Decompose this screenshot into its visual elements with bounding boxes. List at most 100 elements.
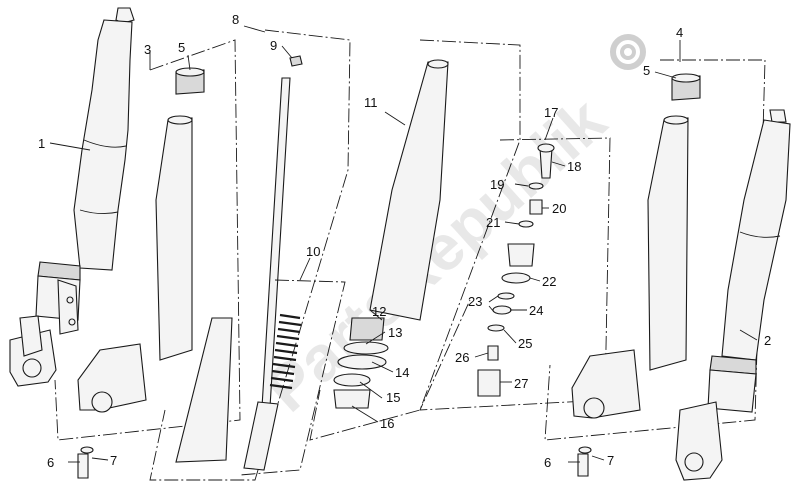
bolt-6 xyxy=(77,453,89,479)
callout-labels: 1 2 3 4 5 5 6 6 7 7 8 9 10 11 12 13 14 1… xyxy=(38,12,771,470)
bolt-set-left xyxy=(77,446,94,479)
oring-21 xyxy=(518,220,534,228)
leader-line xyxy=(529,277,541,282)
leader-line xyxy=(474,352,489,358)
leader-lines xyxy=(49,25,758,463)
leader-line xyxy=(281,45,293,59)
leader-line xyxy=(369,309,383,321)
leader-line xyxy=(544,117,554,141)
leader-line xyxy=(299,257,311,281)
callout-17: 17 xyxy=(544,105,558,120)
bushing-12 xyxy=(349,317,385,341)
callout-20: 20 xyxy=(552,201,566,216)
fork-slider-body xyxy=(155,117,193,361)
callout-21: 21 xyxy=(486,215,500,230)
fork-slider-body xyxy=(647,117,689,371)
callout-10: 10 xyxy=(306,244,320,259)
axle-hole xyxy=(22,358,42,378)
callout-7: 7 xyxy=(110,453,117,468)
leader-line xyxy=(503,329,517,344)
mount-hole xyxy=(68,318,76,326)
fork-slider-top xyxy=(663,115,689,125)
callout-15: 15 xyxy=(386,390,400,405)
callout-6: 6 xyxy=(47,455,54,470)
clip-15 xyxy=(333,373,371,387)
leader-line xyxy=(49,142,91,151)
group-frame-4 xyxy=(544,59,766,441)
stanchion-body xyxy=(369,61,449,321)
callout-6: 6 xyxy=(544,455,551,470)
group-frame-3 xyxy=(54,39,241,441)
leader-line xyxy=(371,361,394,373)
spacer-tube xyxy=(243,401,279,471)
callout-26: 26 xyxy=(455,350,469,365)
spring-coils xyxy=(269,313,302,390)
fork-tube-line xyxy=(83,139,127,148)
fork-tube-line xyxy=(739,231,781,238)
bolt-set-right xyxy=(577,446,592,477)
leader-line xyxy=(551,161,566,167)
bolt-head xyxy=(537,143,555,153)
washer-7 xyxy=(80,446,94,454)
callout-22: 22 xyxy=(542,274,556,289)
callout-14: 14 xyxy=(395,365,409,380)
axle-hole xyxy=(684,452,704,472)
callout-27: 27 xyxy=(514,376,528,391)
callout-7: 7 xyxy=(607,453,614,468)
fork-top-cap xyxy=(115,7,135,23)
gear-icon xyxy=(610,34,646,70)
fork-slider-4 xyxy=(571,73,701,419)
fork-top-cap xyxy=(769,109,787,123)
callout-1: 1 xyxy=(38,136,45,151)
fork-slider-lower xyxy=(19,315,43,357)
fork-tube-line xyxy=(79,209,119,215)
leader-line xyxy=(384,111,406,126)
leader-line xyxy=(365,331,386,345)
callout-24: 24 xyxy=(529,303,543,318)
callout-19: 19 xyxy=(490,177,504,192)
leader-line xyxy=(488,305,495,313)
nut-20 xyxy=(529,199,543,215)
washer-19 xyxy=(528,182,544,190)
ring-22 xyxy=(501,272,531,284)
fork-leg-left-assembly xyxy=(9,7,135,387)
cap-piston xyxy=(507,243,535,267)
nut-26 xyxy=(487,345,499,361)
axle-hole xyxy=(583,397,605,419)
spring-10 xyxy=(243,313,302,471)
callout-11: 11 xyxy=(364,95,378,110)
leader-line xyxy=(591,455,605,461)
leader-line xyxy=(359,381,383,399)
group-frame-10 xyxy=(239,279,346,476)
leader-line xyxy=(488,295,499,303)
callout-13: 13 xyxy=(388,325,402,340)
callout-25: 25 xyxy=(518,336,532,351)
callout-8: 8 xyxy=(232,12,239,27)
leader-line xyxy=(91,457,109,461)
group-frame-8 xyxy=(149,29,351,481)
fork-foot xyxy=(9,329,57,387)
washer-25 xyxy=(487,324,505,332)
bushing-27 xyxy=(477,369,501,397)
group-frame-11 xyxy=(309,39,521,441)
ring-14 xyxy=(337,354,387,370)
leader-line xyxy=(654,71,677,79)
fork-brake-mount xyxy=(57,279,79,335)
mount-hole xyxy=(66,296,74,304)
leader-line xyxy=(243,25,266,33)
fork-leg-right-assembly xyxy=(675,109,791,481)
fork-slider-foot xyxy=(571,349,641,419)
leader-line xyxy=(514,183,529,187)
bolt-6 xyxy=(577,453,589,477)
fork-slider-3 xyxy=(77,67,205,413)
leader-line xyxy=(504,221,520,225)
callout-4: 4 xyxy=(676,25,683,40)
washer-7 xyxy=(578,446,592,454)
callout-12: 12 xyxy=(372,304,386,319)
callout-5: 5 xyxy=(643,63,650,78)
fork-slider-upper xyxy=(707,369,757,413)
damper-rod-8 xyxy=(175,55,303,463)
fork-tube xyxy=(721,119,791,361)
